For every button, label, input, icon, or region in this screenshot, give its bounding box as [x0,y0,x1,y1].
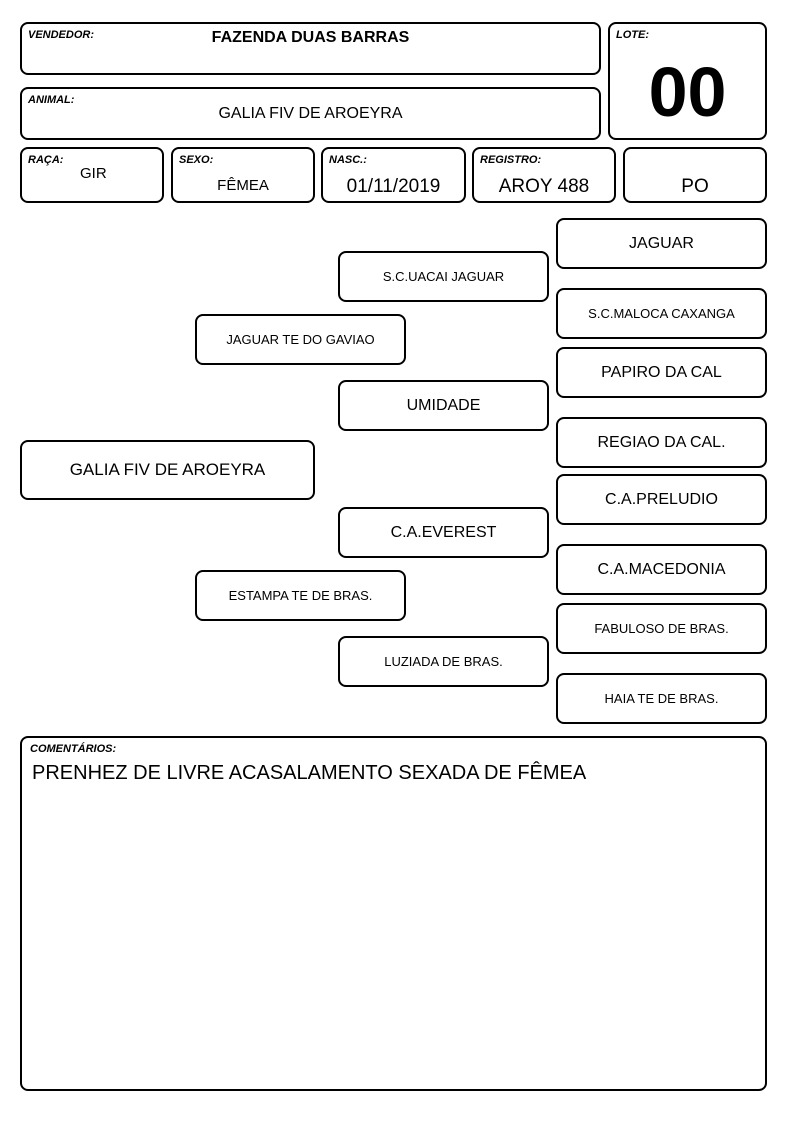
sexo-value: FÊMEA [217,177,269,194]
lote-label: LOTE: [616,29,649,41]
pedigree-sire-dam: UMIDADE [338,380,549,431]
tipo-box: PO [623,147,767,203]
pedigree-dd-sire: FABULOSO DE BRAS. [556,603,767,654]
raca-label: RAÇA: [28,154,64,166]
pedigree-sire-sire: S.C.UACAI JAGUAR [338,251,549,302]
pedigree-ss-sire: JAGUAR [556,218,767,269]
nasc-box: NASC.: 01/11/2019 [321,147,466,203]
pedigree-ds-dam: C.A.MACEDONIA [556,544,767,595]
animal-label: ANIMAL: [28,94,75,106]
nasc-value: 01/11/2019 [346,176,441,197]
lote-value: 00 [648,53,727,131]
sexo-label: SEXO: [179,154,214,166]
pedigree-ss-dam: S.C.MALOCA CAXANGA [556,288,767,339]
comments-box: COMENTÁRIOS: PRENHEZ DE LIVRE ACASALAMEN… [20,736,767,1091]
pedigree-dam-dam: LUZIADA DE BRAS. [338,636,549,687]
pedigree-dam-sire: C.A.EVEREST [338,507,549,558]
pedigree-dam: ESTAMPA TE DE BRAS. [195,570,406,621]
registro-value: AROY 488 [498,176,590,197]
raca-box: RAÇA: GIR [20,147,164,203]
pedigree-sire: JAGUAR TE DO GAVIAO [195,314,406,365]
vendedor-box: VENDEDOR: FAZENDA DUAS BARRAS [20,22,601,75]
comments-text: PRENHEZ DE LIVRE ACASALAMENTO SEXADA DE … [32,762,587,784]
pedigree-dd-dam: HAIA TE DE BRAS. [556,673,767,724]
pedigree-ds-sire: C.A.PRELUDIO [556,474,767,525]
vendedor-value: FAZENDA DUAS BARRAS [211,29,410,46]
registro-box: REGISTRO: AROY 488 [472,147,616,203]
pedigree-sd-sire: PAPIRO DA CAL [556,347,767,398]
pedigree-sd-dam: REGIAO DA CAL. [556,417,767,468]
vendedor-label: VENDEDOR: [28,29,95,41]
pedigree-animal: GALIA FIV DE AROEYRA [20,440,315,500]
lote-box: LOTE: 00 [608,22,767,140]
animal-box: ANIMAL: GALIA FIV DE AROEYRA [20,87,601,140]
nasc-label: NASC.: [329,154,367,166]
tipo-value: PO [681,176,709,197]
sexo-box: SEXO: FÊMEA [171,147,315,203]
comments-label: COMENTÁRIOS: [30,743,117,755]
raca-value: GIR [80,165,107,182]
animal-value: GALIA FIV DE AROEYRA [218,105,403,122]
registro-label: REGISTRO: [480,154,542,166]
